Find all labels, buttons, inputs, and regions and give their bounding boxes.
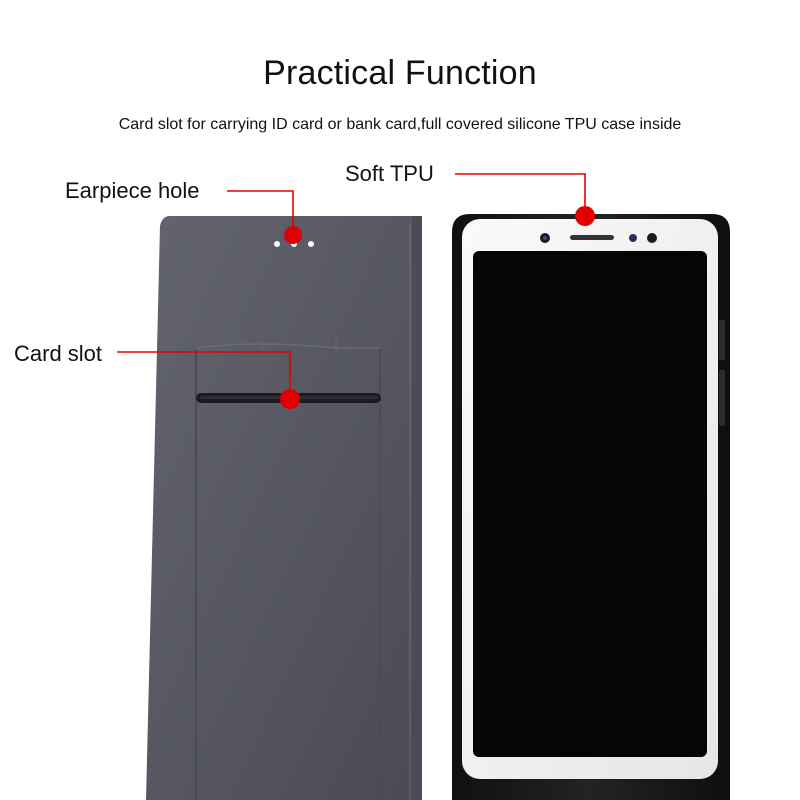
phone-screen <box>473 251 707 757</box>
soft-tpu-label: Soft TPU <box>345 161 434 186</box>
callout-markers <box>280 206 595 409</box>
card-slot-marker <box>280 389 300 409</box>
card-slot-label: Card slot <box>14 341 103 366</box>
speaker-grille <box>570 235 614 240</box>
page-title: Practical Function <box>263 54 537 92</box>
earpiece-marker <box>284 226 302 244</box>
phone <box>462 219 718 779</box>
earpiece-hole-label: Earpiece hole <box>65 178 200 203</box>
tpu-marker <box>575 206 595 226</box>
callout-lines <box>117 173 586 398</box>
page-subtitle: Card slot for carrying ID card or bank c… <box>118 116 682 133</box>
case-flap <box>146 216 422 800</box>
